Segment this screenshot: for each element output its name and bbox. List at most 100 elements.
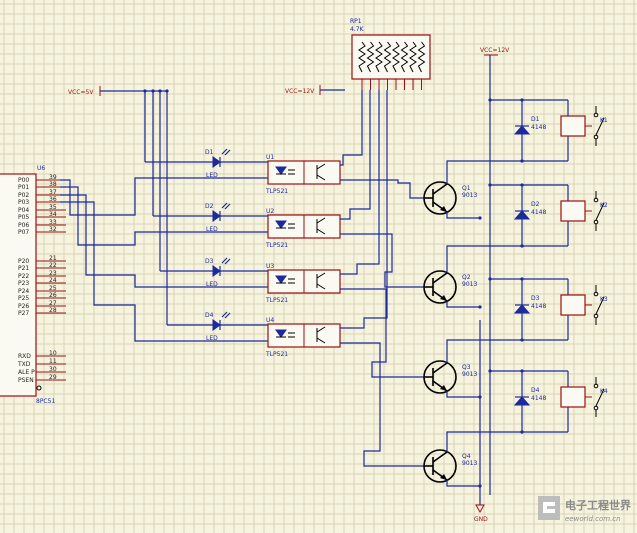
junction-dot: [520, 183, 524, 187]
mcu-pin-number: 26: [49, 292, 57, 299]
flyback-part: 4148: [531, 124, 546, 131]
junction-dot: [478, 395, 482, 399]
mcu-pin-number: 32: [49, 226, 57, 233]
relay-contact: [593, 383, 599, 389]
led-ref: D1: [205, 149, 214, 156]
junction-dot: [158, 89, 162, 93]
relay-ref: K1: [600, 117, 608, 124]
mcu-port-label: P25: [18, 295, 29, 302]
indicator-led: [212, 156, 221, 168]
mcu-pin-number: 37: [49, 189, 57, 196]
mcu-to-opto-wire: [60, 177, 268, 216]
opto-phototransistor: [316, 272, 326, 290]
power-rail-12v-a: VCC=12V: [285, 85, 345, 95]
mcu-port-label: P21: [18, 265, 29, 272]
opto-led: [275, 166, 287, 175]
flyback-ref: D2: [531, 201, 540, 208]
led-type: LED: [206, 172, 218, 179]
npn-transistor: [423, 181, 457, 215]
opto-emitter-to-base-wire: [340, 342, 425, 467]
relay-ref: K3: [600, 296, 608, 303]
junction-dot: [488, 183, 492, 187]
opto-part: TLP521: [265, 242, 288, 249]
transistor-collector-lead: [432, 362, 448, 374]
relay-contact: [593, 313, 599, 319]
opto-light-arrows: [288, 332, 295, 338]
opto-ref: U3: [266, 263, 274, 270]
mcu-port-label: P27: [18, 310, 29, 317]
relay-contact: [593, 112, 599, 118]
npn-transistor: [423, 449, 457, 483]
collector-to-relay-wire: [446, 245, 522, 273]
vcc5-label: VCC=5V: [68, 89, 94, 96]
ground: GND: [474, 320, 488, 523]
junction-dot: [478, 216, 482, 220]
opto-light-arrows: [288, 278, 295, 284]
led-ref: D2: [205, 203, 214, 210]
mcu-port-label: P00: [18, 177, 29, 184]
junction-dot: [520, 98, 524, 102]
mcu-port-label: RXD: [18, 353, 31, 360]
watermark-logo: 电子工程世界 eeworld.com.cn: [538, 496, 631, 523]
led-ref: D4: [205, 312, 214, 319]
mcu-pin-number: 27: [49, 300, 57, 307]
rp1-resistor-zigzag: [358, 41, 366, 73]
mcu-pin-number: 25: [49, 285, 57, 292]
mcu-port-label: P06: [18, 222, 29, 229]
opto-emitter-to-base-wire: [340, 233, 425, 288]
mcu-pin-number: 36: [49, 196, 57, 203]
led-light-rays: [221, 311, 231, 319]
mcu-pin-number: 38: [49, 181, 57, 188]
opto-phototransistor: [316, 217, 326, 235]
mcu-pin-number: 28: [49, 307, 57, 314]
vcc12b-label: VCC=12V: [480, 47, 510, 54]
opto-light-arrows: [288, 169, 295, 175]
opto-ref: U4: [266, 317, 274, 324]
mcu-pin-number: 35: [49, 204, 57, 211]
mcu-port-label: P05: [18, 214, 29, 221]
opto-led: [275, 220, 287, 229]
gnd-label: GND: [474, 516, 488, 523]
transistor-emitter-arrow: [440, 474, 447, 480]
rp1-ref: RP1: [350, 18, 362, 25]
transistor-ref: Q1: [462, 185, 471, 192]
led-type: LED: [206, 226, 218, 233]
junction-dot: [143, 89, 147, 93]
transistor-ref: Q4: [462, 453, 471, 460]
mcu-port-label: ALE P: [18, 369, 35, 376]
opto-phototransistor: [316, 326, 326, 344]
flyback-diode: [513, 125, 531, 135]
relay-switch-blade: [595, 202, 605, 221]
mcu-port-label: P24: [18, 288, 29, 295]
transistor-collector-lead: [432, 183, 448, 195]
flyback-part: 4148: [531, 395, 546, 402]
relay-contact: [593, 134, 599, 140]
junction-dot: [165, 89, 169, 93]
rp1-resistor-zigzag: [383, 41, 392, 73]
relay-ref: K4: [600, 388, 608, 395]
mcu-to-opto-wire: [60, 201, 268, 342]
emitter-to-gnd-wire: [446, 480, 480, 487]
transistor-part: 9013: [462, 460, 477, 467]
gnd-symbol: [475, 504, 485, 514]
mcu-port-label: P26: [18, 303, 29, 310]
indicator-led: [212, 210, 221, 222]
mcu-body: [0, 173, 37, 397]
junction-dot: [478, 305, 482, 309]
vcc12a-label: VCC=12V: [285, 88, 315, 95]
transistor-emitter-arrow: [440, 295, 447, 301]
mcu-pin-number: 30: [49, 366, 57, 373]
relay-contact: [593, 197, 599, 203]
junction-dot: [488, 98, 492, 102]
opto-part: TLP521: [265, 351, 288, 358]
collector-to-relay-wire: [446, 160, 522, 184]
mcu-port-label: P01: [18, 184, 29, 191]
mcu-pin-number: 10: [49, 350, 57, 357]
flyback-diode: [513, 396, 531, 406]
npn-transistor: [423, 360, 457, 394]
